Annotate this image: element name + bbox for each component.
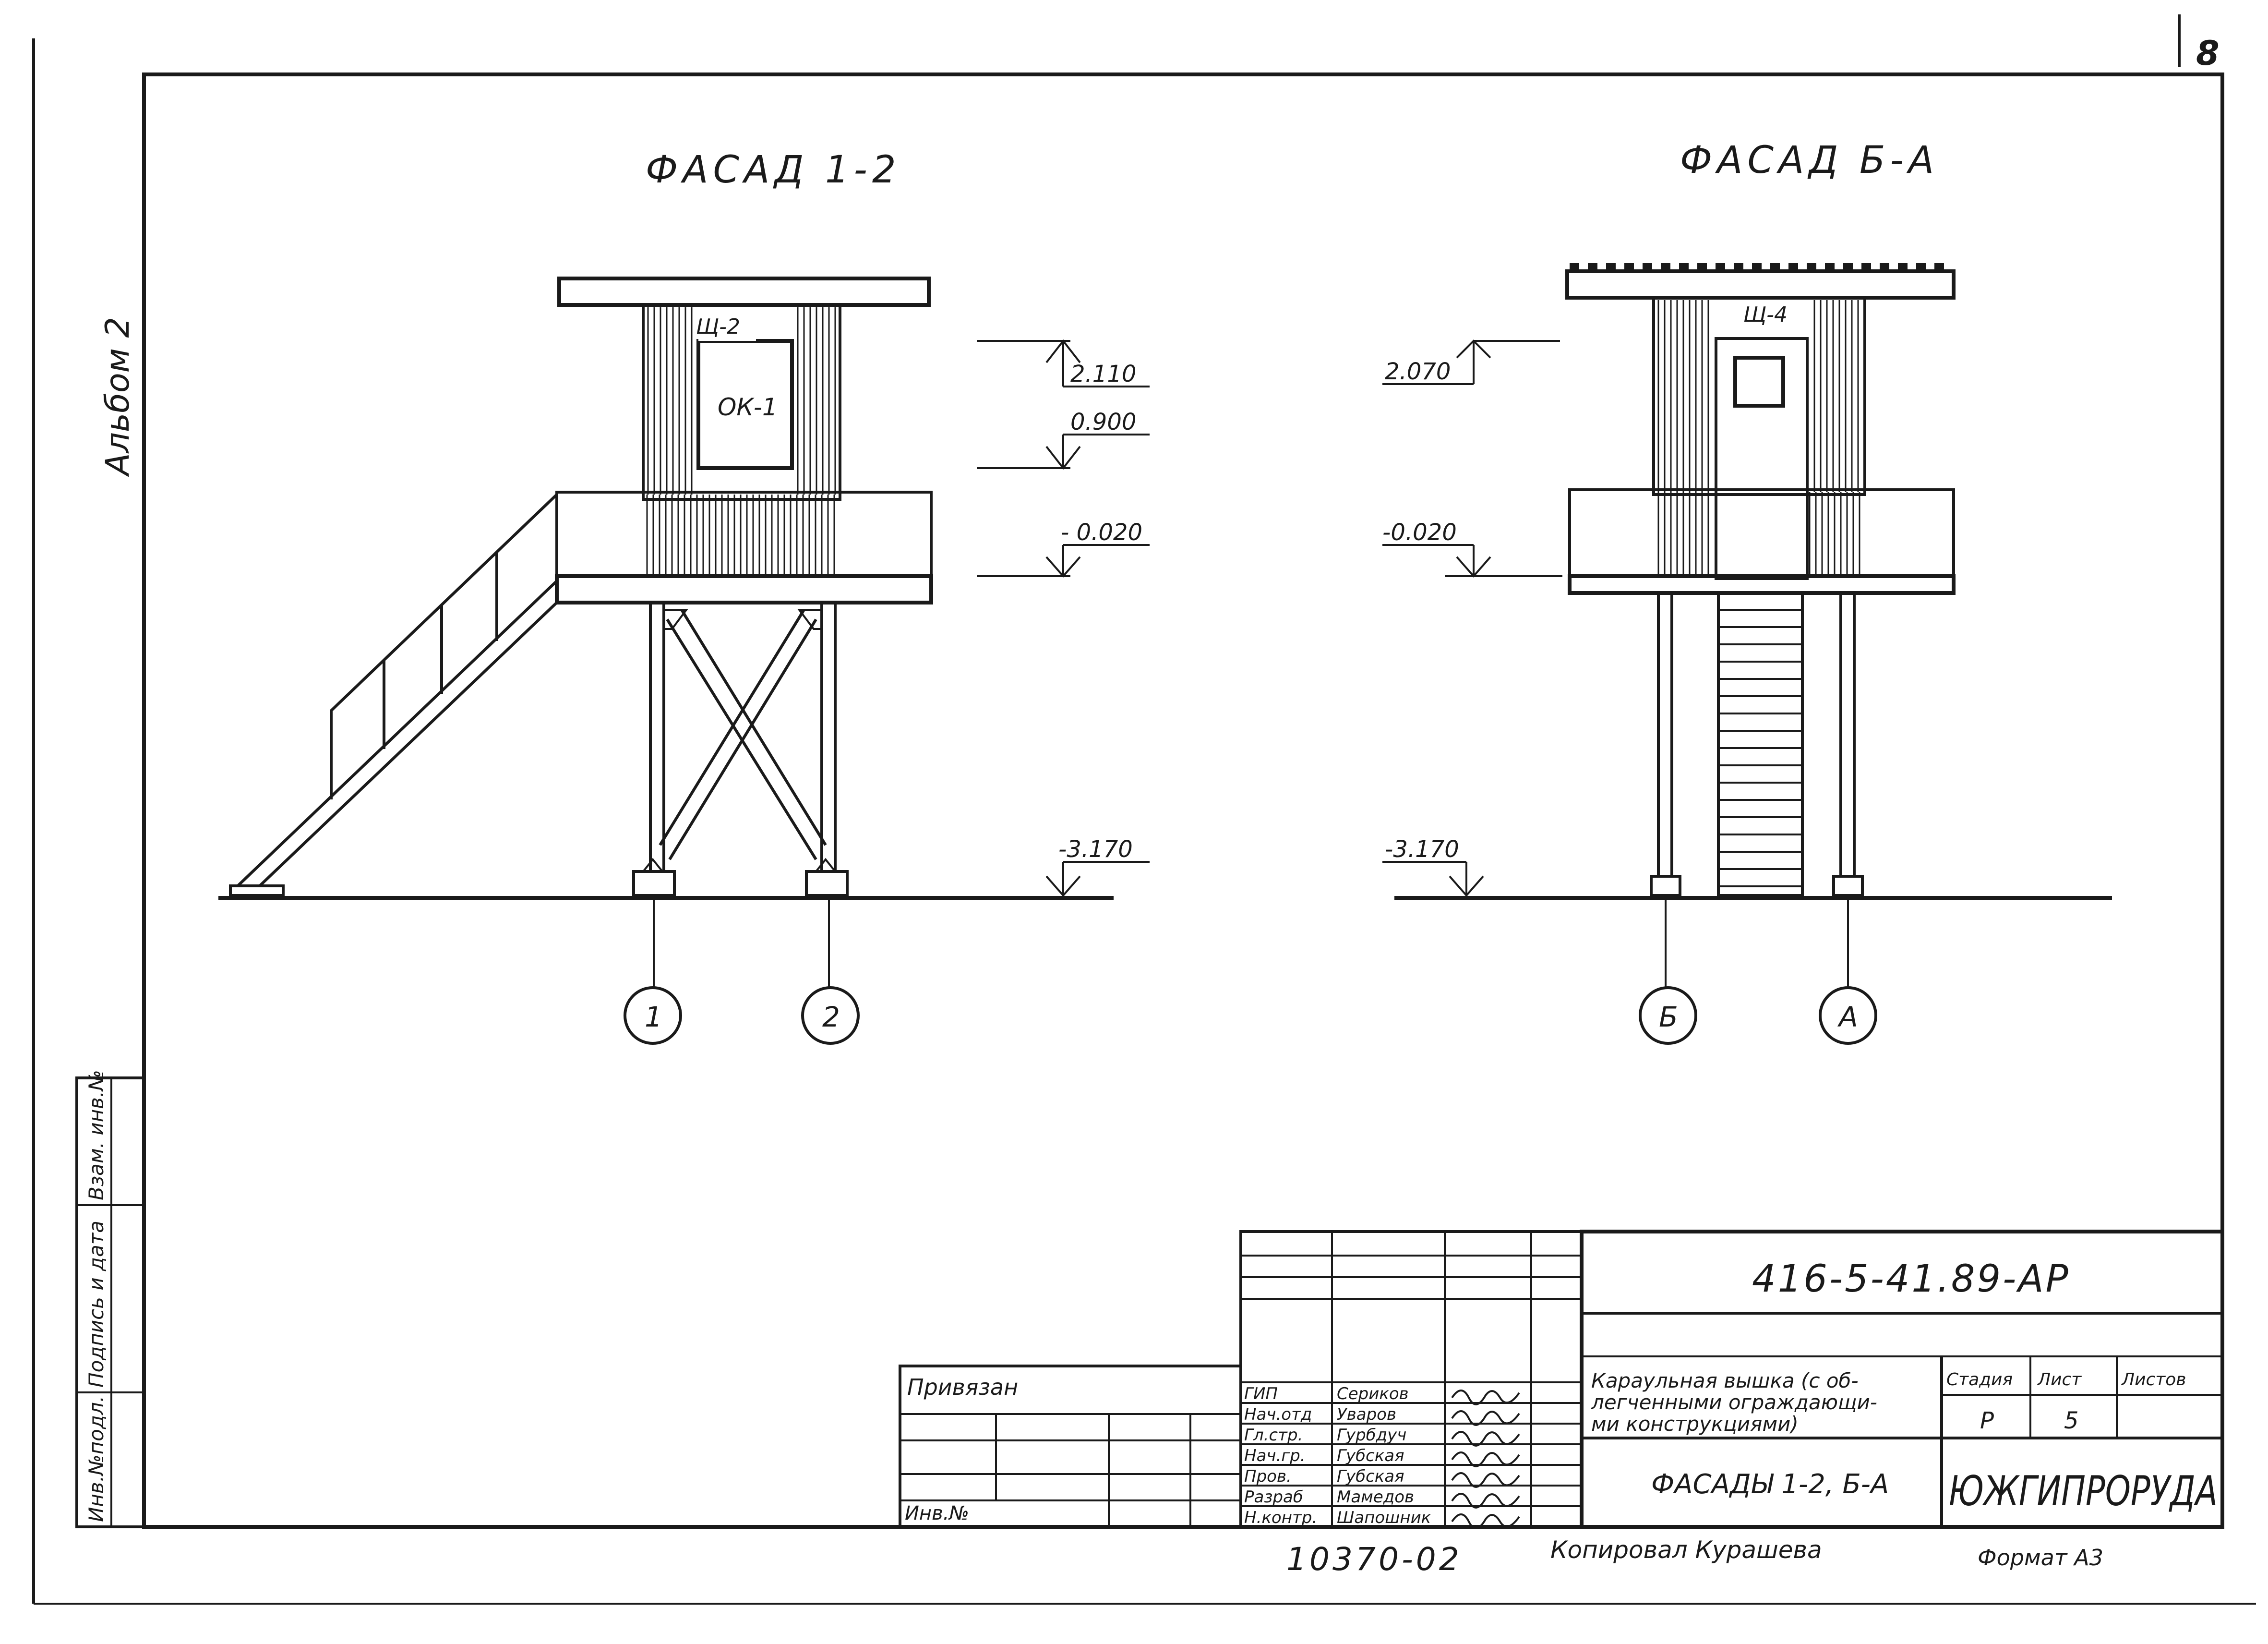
description-line-3: ми конструкциями) (1591, 1412, 1799, 1436)
sheet-header: Лист (2037, 1370, 2082, 1390)
role-name: Сериков (1337, 1384, 1409, 1403)
left-roof (557, 277, 931, 307)
stage-header: Стадия (1946, 1370, 2013, 1390)
left-window-label: ОК-1 (718, 393, 778, 421)
role-label: Н.контр. (1244, 1508, 1317, 1527)
axis-label-2: 2 (822, 1001, 840, 1033)
signature (1451, 1513, 1520, 1529)
right-door-window (1733, 356, 1785, 408)
side-stamp-sign: Подпись и дата (84, 1221, 108, 1388)
left-panel-label: Щ-2 (696, 314, 740, 339)
svg-text:-3.170: -3.170 (1058, 836, 1133, 863)
axis-bubble-1 (624, 986, 682, 1045)
right-elevation-m0020: -0.020 (1382, 519, 1562, 578)
right-elevation-m3170: -3.170 (1382, 836, 1484, 897)
right-view-title: ФАСАД Б-А (1680, 139, 1939, 182)
axis-label-a: А (1837, 1001, 1858, 1033)
right-roof (1565, 269, 1956, 300)
role-label: Разраб (1244, 1487, 1303, 1507)
right-railing-cladding (1657, 492, 1860, 575)
left-column-1 (649, 601, 665, 873)
description-line-2: легченными ограждающи- (1591, 1390, 1877, 1414)
page-number: 8 (2196, 34, 2220, 73)
format-label: Формат А3 (1978, 1545, 2103, 1571)
role-label: Нач.отд (1244, 1405, 1312, 1424)
svg-text:-3.170: -3.170 (1385, 836, 1459, 863)
svg-text:- 0.020: - 0.020 (1061, 519, 1142, 546)
role-label: ГИП (1244, 1384, 1278, 1403)
sheet-value: 5 (2064, 1407, 2079, 1434)
role-name: Мамедов (1337, 1487, 1414, 1507)
right-base-b (1650, 875, 1681, 897)
left-base-2 (805, 870, 849, 897)
right-elevation-2070: 2.070 (1382, 339, 1560, 385)
axis-label-b: Б (1659, 1001, 1678, 1033)
left-elevation-m0020: - 0.020 (977, 519, 1150, 578)
sheets-header: Листов (2121, 1370, 2186, 1390)
axis-bubble-a (1819, 986, 1877, 1045)
side-stamp-replace: Взам. инв.№ (84, 1070, 108, 1200)
drawing-frame (142, 73, 2224, 1529)
left-elevation-2110: 2.110 (977, 339, 1150, 387)
left-cabin-cladding (647, 307, 836, 495)
role-name: Губская (1337, 1467, 1404, 1486)
right-ladder-rungs (1718, 609, 1802, 887)
svg-text:2.110: 2.110 (1070, 361, 1136, 387)
right-column-b (1657, 592, 1673, 878)
side-stamp: Инв.№подл. Подпись и дата Взам. инв.№ (75, 1070, 145, 1528)
right-railing (1568, 488, 1955, 578)
axis-bubble-b (1639, 986, 1697, 1045)
description-line-1: Караульная вышка (с об- (1591, 1369, 1859, 1392)
inv-no-label: Инв.№ (905, 1502, 969, 1524)
left-base-1 (632, 870, 676, 897)
right-facade: Щ-4 Б А 2.070 (1382, 263, 2112, 1045)
axis-bubble-2 (801, 986, 860, 1045)
right-cabin-cladding (1657, 300, 1859, 492)
stage-value: Р (1980, 1407, 1994, 1434)
role-label: Нач.гр. (1244, 1446, 1306, 1465)
organization: ЮЖГИПРОРУДА (1949, 1467, 2218, 1515)
left-platform (555, 574, 933, 604)
side-stamp-inv: Инв.№подл. (84, 1396, 108, 1522)
right-panel-label: Щ-4 (1743, 302, 1788, 327)
right-door (1715, 337, 1809, 580)
right-column-a (1839, 592, 1856, 878)
left-cabin (642, 303, 841, 501)
album-label: Альбом 2 (99, 317, 137, 477)
left-column-2 (820, 601, 837, 873)
left-cross-bracing (659, 609, 827, 860)
right-ladder (1717, 592, 1804, 897)
axis-label-1: 1 (645, 1001, 662, 1033)
attached-label: Привязан (907, 1374, 1018, 1400)
left-facade: Щ-2 ОК-1 (218, 277, 1150, 1045)
right-base-a (1832, 875, 1864, 897)
copied-by: Копировал Курашева (1550, 1536, 1822, 1564)
doc-code: 416-5-41.89-АР (1752, 1257, 2070, 1301)
role-label: Пров. (1244, 1467, 1292, 1486)
role-label: Гл.стр. (1244, 1426, 1303, 1445)
right-cabin (1652, 296, 1866, 496)
left-view-title: ФАСАД 1-2 (646, 148, 900, 192)
svg-text:-0.020: -0.020 (1382, 519, 1457, 546)
left-elevation-m3170: -3.170 (1045, 836, 1150, 897)
role-name: Гурбдуч (1337, 1426, 1406, 1445)
left-railing (555, 491, 933, 578)
left-railing-cladding (646, 495, 835, 575)
right-roof-corrugation (1570, 263, 1944, 272)
role-name: Шапошник (1337, 1508, 1431, 1527)
order-no: 10370-02 (1286, 1541, 1462, 1578)
sheet-name: ФАСАДЫ 1-2, Б-А (1651, 1469, 1889, 1500)
svg-text:0.900: 0.900 (1070, 409, 1136, 435)
role-name: Губская (1337, 1446, 1404, 1465)
role-name: Уваров (1337, 1405, 1396, 1424)
svg-text:2.070: 2.070 (1385, 358, 1451, 385)
left-stair (229, 493, 558, 897)
left-elevation-0900: 0.900 (977, 409, 1150, 470)
